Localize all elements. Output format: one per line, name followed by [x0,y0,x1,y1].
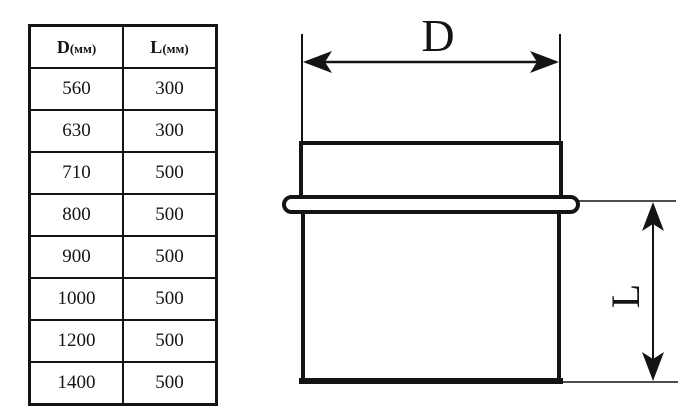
cell-l: 500 [122,235,218,279]
dimension-label-l: L [603,284,648,308]
arrowhead-left-icon [303,51,332,73]
col-header-d: D(мм) [28,24,124,69]
cell-l: 500 [122,319,218,363]
cell-l: 500 [122,193,218,237]
col-header-d-letter: D [56,36,70,57]
cell-d: 560 [28,67,124,111]
table-row: 1200 500 [28,319,218,363]
cell-d: 900 [28,235,124,279]
dimension-label-d: D [421,10,454,61]
cell-l: 300 [122,109,218,153]
arrowhead-right-icon [530,51,559,73]
cell-l: 500 [122,361,218,406]
table-header-row: D(мм) L(мм) [28,24,218,69]
table-row: 1000 500 [28,277,218,321]
col-header-l-unit: (мм) [162,40,189,56]
table-row: 710 500 [28,151,218,195]
arrowhead-up-icon [642,202,664,231]
col-header-d-unit: (мм) [69,40,97,56]
cell-l: 500 [122,277,218,321]
cell-d: 710 [28,151,124,195]
cell-l: 500 [122,151,218,195]
cell-d: 1400 [28,361,124,406]
table-row: 630 300 [28,109,218,153]
arrowhead-down-icon [642,352,664,381]
cell-d: 800 [28,193,124,237]
cell-d: 630 [28,109,124,153]
cell-l: 300 [122,67,218,111]
body-outline [301,204,561,383]
table-row: 1400 500 [28,361,218,406]
cell-d: 1000 [28,277,124,321]
collar-outline [299,141,563,202]
col-header-l-letter: L [150,36,163,57]
table-row: 560 300 [28,67,218,111]
table-row: 900 500 [28,235,218,279]
size-table: D(мм) L(мм) 560 300 630 300 710 500 800 … [28,24,218,406]
col-header-l: L(мм) [122,24,218,69]
table-row: 800 500 [28,193,218,237]
flange-rim [282,195,580,214]
cell-d: 1200 [28,319,124,363]
